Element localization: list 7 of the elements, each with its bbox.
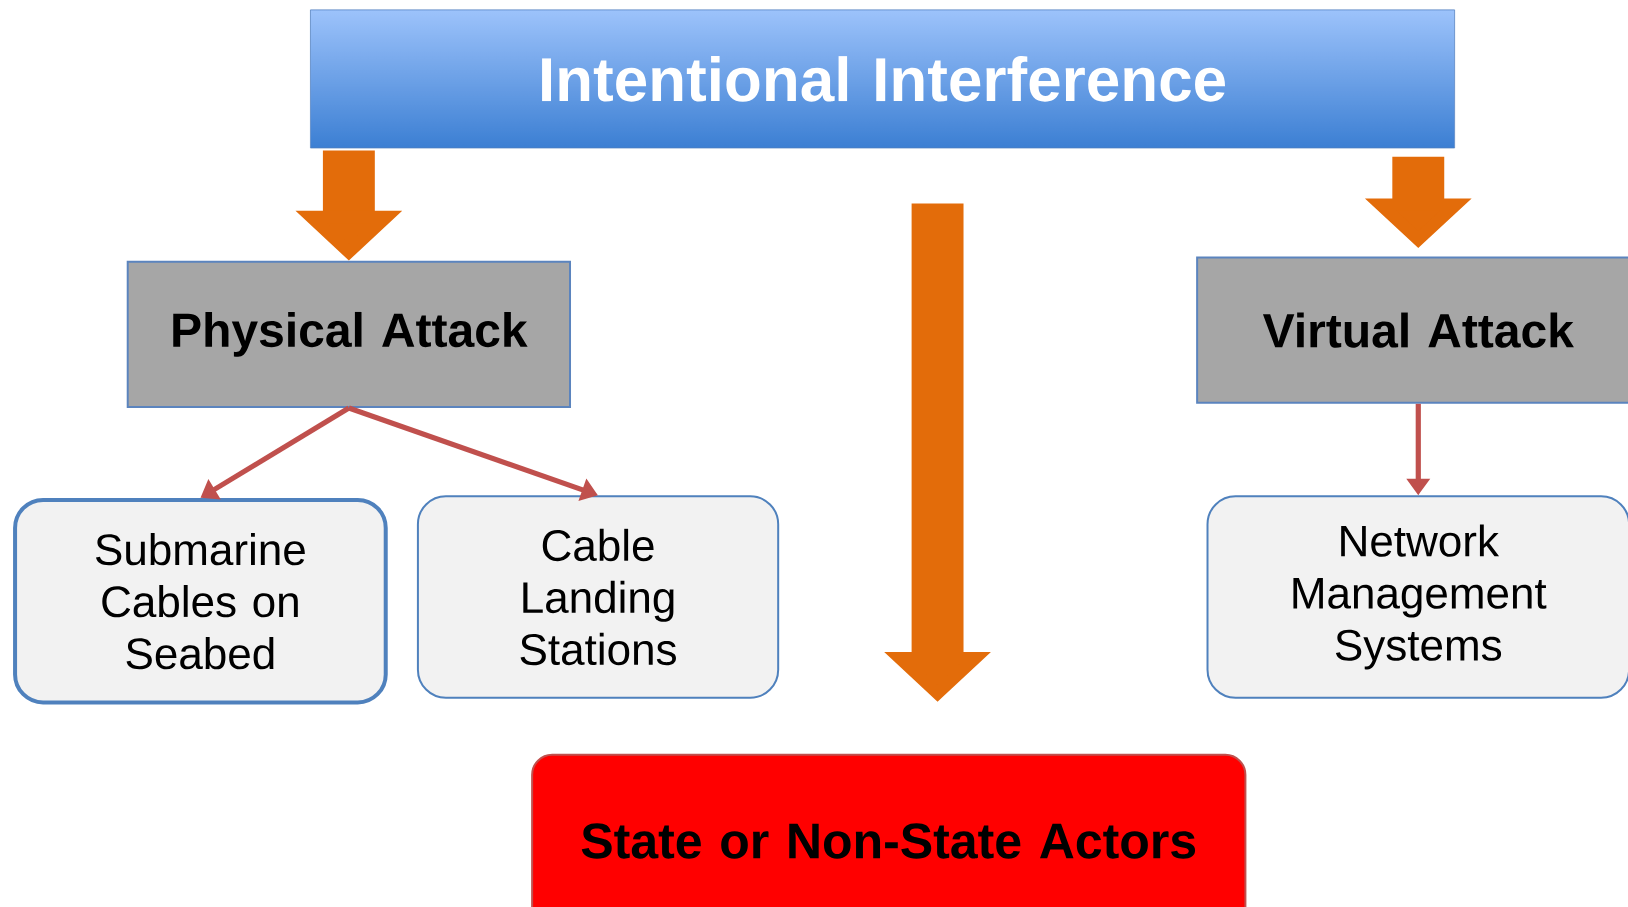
category-box: Physical Attack bbox=[126, 260, 571, 408]
item-box: Cable Landing Stations bbox=[416, 495, 780, 699]
actor-box: State or Non-State Actors bbox=[531, 753, 1247, 907]
category-box: Virtual Attack bbox=[1196, 256, 1628, 404]
item-box: Submarine Cables on Seabed bbox=[13, 497, 388, 705]
title-banner: Intentional Interference bbox=[310, 9, 1455, 149]
item-box: Network Management Systems bbox=[1206, 495, 1628, 699]
